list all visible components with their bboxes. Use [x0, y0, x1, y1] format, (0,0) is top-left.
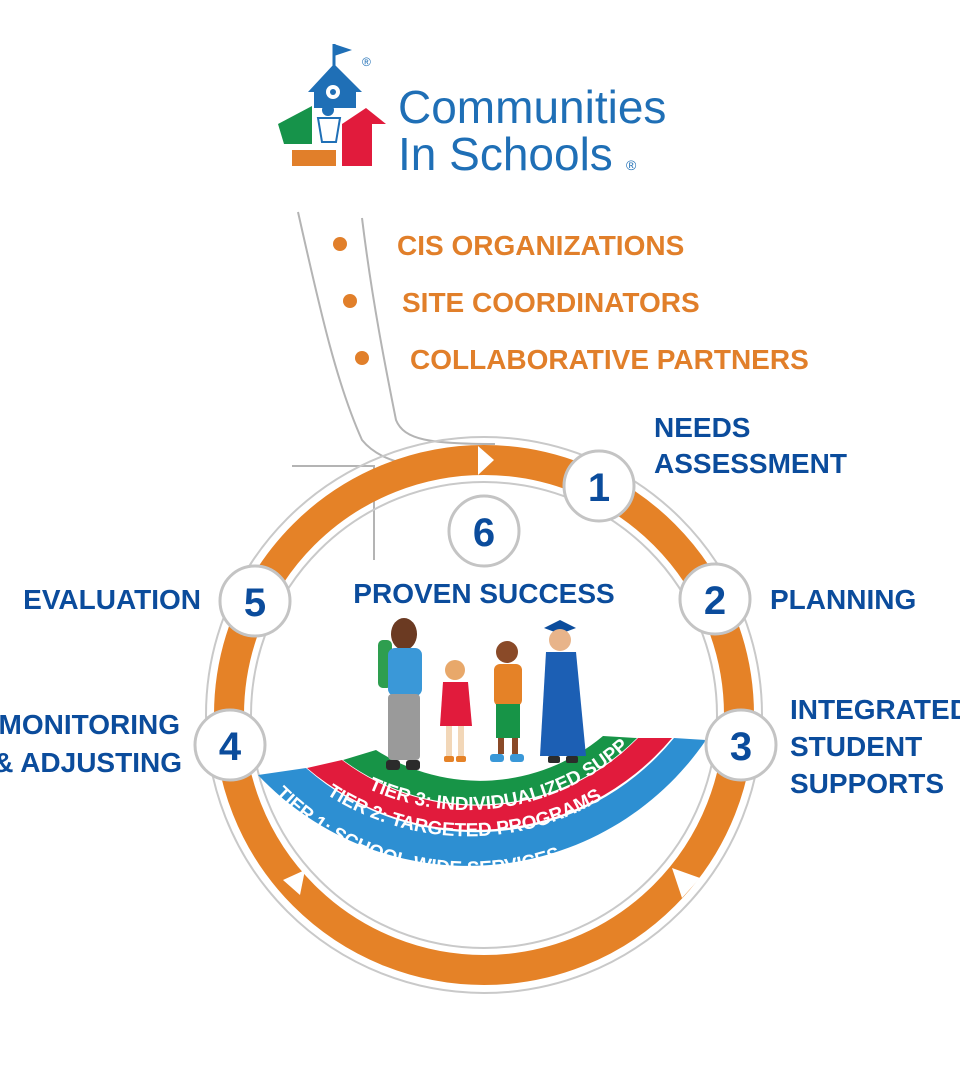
bullet-cis-organizations: CIS ORGANIZATIONS — [397, 230, 684, 261]
step-5-number: 5 — [244, 581, 266, 625]
step-6-label: PROVEN SUCCESS — [353, 578, 614, 609]
student-boy-figure — [490, 641, 524, 762]
step-6-badge: 6 — [447, 494, 521, 568]
schoolhouse-logo-icon: ® — [278, 44, 386, 166]
step-4-label-line2: & ADJUSTING — [0, 747, 182, 778]
step-1-label-line1: NEEDS — [654, 412, 750, 443]
student-backpack-figure — [378, 618, 422, 770]
bullet-collaborative-partners: COLLABORATIVE PARTNERS — [410, 344, 809, 375]
step-3-number: 3 — [730, 725, 752, 769]
step-1-label-line2: ASSESSMENT — [654, 448, 847, 479]
step-1-badge: 1 — [562, 449, 636, 523]
logo-wordmark-line1: Communities — [398, 81, 666, 133]
chevron-notch-icon — [478, 446, 494, 475]
step-4-label-line1: MONITORING — [0, 709, 180, 740]
step-labels: NEEDS ASSESSMENT PLANNING INTEGRATED STU… — [0, 412, 960, 799]
step-2-number: 2 — [704, 579, 726, 623]
step-3-badge: 3 — [704, 708, 778, 782]
step-6-number: 6 — [473, 511, 495, 555]
step-4-number: 4 — [219, 725, 242, 769]
step-2-badge: 2 — [678, 562, 752, 636]
bullet-dot — [355, 351, 369, 365]
student-girl-figure — [440, 660, 472, 762]
step-3-label-line1: INTEGRATED — [790, 694, 960, 725]
tier2-arc — [307, 738, 672, 830]
graduate-figure — [540, 620, 586, 763]
tier3-arc — [343, 736, 637, 805]
logo: ® Communities In Schools ® — [278, 44, 666, 180]
chevron-notch-icon — [672, 868, 700, 898]
step-4-badge: 4 — [193, 708, 267, 782]
participants-list: CIS ORGANIZATIONS SITE COORDINATORS COLL… — [333, 230, 809, 375]
step-5-badge: 5 — [218, 564, 292, 638]
step-2-label: PLANNING — [770, 584, 916, 615]
chevron-notch-icon — [283, 870, 305, 895]
logo-registered-mark: ® — [362, 55, 371, 69]
step-5-label: EVALUATION — [23, 584, 201, 615]
step-3-label-line3: SUPPORTS — [790, 768, 944, 799]
tier1-arc — [258, 738, 706, 866]
step-circles: 1 2 3 4 5 6 — [193, 449, 778, 782]
logo-wordmark-line2: In Schools — [398, 128, 613, 180]
bullet-dot — [343, 294, 357, 308]
students-illustration — [378, 618, 586, 770]
logo-registered-mark-2: ® — [626, 157, 637, 173]
step-3-label-line2: STUDENT — [790, 731, 922, 762]
bullet-dot — [333, 237, 347, 251]
step-1-number: 1 — [588, 466, 610, 510]
bullet-site-coordinators: SITE COORDINATORS — [402, 287, 700, 318]
